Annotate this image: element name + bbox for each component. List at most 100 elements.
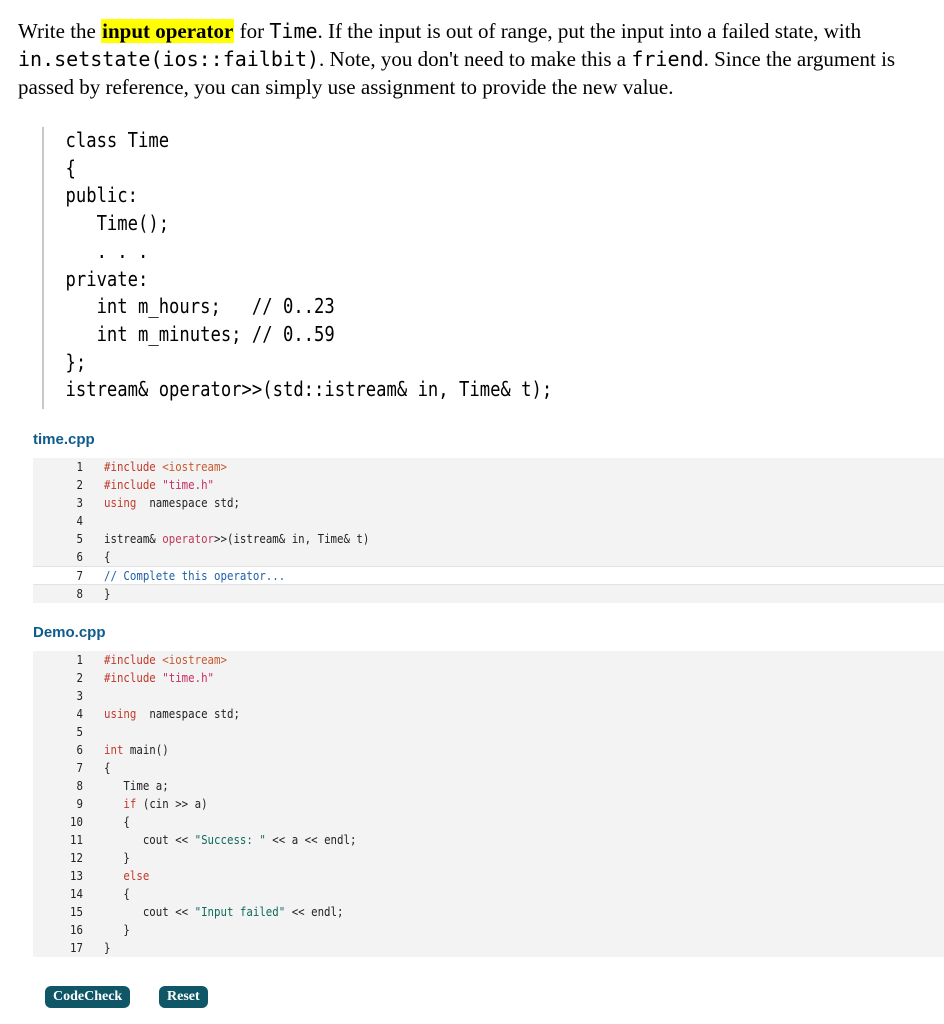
line-number: 7 <box>76 760 83 775</box>
code-token: { <box>104 549 111 564</box>
class-declaration-block: class Time { public: Time(); . . . priva… <box>42 127 684 409</box>
code-token: using <box>104 706 137 721</box>
code-text: { <box>104 885 130 903</box>
time-cpp-label: time.cpp <box>33 431 95 448</box>
code-token: } <box>104 586 111 601</box>
code-text: #include "time.h" <box>104 476 214 494</box>
inline-code-time: Time <box>269 19 318 43</box>
code-token <box>104 868 123 883</box>
code-text: } <box>104 921 129 939</box>
codecheck-button[interactable]: CodeCheck <box>45 986 131 1008</box>
line-number: 10 <box>70 814 83 829</box>
code-text: #include <iostream> <box>104 458 227 476</box>
line-number: 5 <box>76 724 83 739</box>
code-text: // Complete this operator... <box>104 567 285 584</box>
code-text: if (cin >> a) <box>104 795 207 813</box>
line-number: 6 <box>76 549 83 564</box>
code-token: namespace std; <box>136 706 240 721</box>
code-line: 2 #include "time.h" <box>33 669 944 687</box>
code-text: cout << "Input failed" << endl; <box>104 903 344 921</box>
class-decl-line: public: <box>65 183 138 208</box>
code-token: cout << <box>104 904 195 919</box>
line-number: 8 <box>76 586 83 601</box>
code-line: 5 <box>33 723 944 741</box>
code-token: "Input failed" <box>194 904 286 919</box>
code-line: 17} <box>33 939 944 957</box>
line-number: 11 <box>70 832 83 847</box>
highlighted-term: input operator <box>101 19 235 43</box>
code-text: else <box>104 867 149 885</box>
class-decl-line: istream& operator>>(std::istream& in, Ti… <box>65 377 553 402</box>
class-decl-line: private: <box>65 266 149 291</box>
code-line: 7{ <box>33 759 944 777</box>
line-number: 8 <box>76 778 83 793</box>
code-text: #include "time.h" <box>104 669 214 687</box>
code-line: 13 else <box>33 867 944 885</box>
code-token: "Success: " <box>194 832 266 847</box>
line-number: 15 <box>70 904 83 919</box>
line-number: 2 <box>76 670 83 685</box>
code-line: 8} <box>33 585 944 603</box>
code-token: operator <box>162 531 215 546</box>
code-line: 1 #include <iostream> <box>33 458 944 476</box>
code-token: #include <box>104 477 163 492</box>
code-token: #include <box>104 670 163 685</box>
code-token: "time.h" <box>162 477 215 492</box>
code-text: { <box>104 548 110 566</box>
intro-text-4: . Note, you don't need to make this a <box>319 47 632 71</box>
inline-code-setstate: in.setstate(ios::failbit) <box>18 47 320 71</box>
line-number: 9 <box>76 796 83 811</box>
line-number: 17 <box>70 940 83 955</box>
code-token: if <box>123 796 137 811</box>
reset-button[interactable]: Reset <box>159 986 208 1008</box>
demo-cpp-editor: 1#include <iostream>2 #include "time.h" 3 4… <box>33 651 944 957</box>
code-line: 15 cout << "Input failed" << endl; <box>33 903 944 921</box>
demo-cpp-label: Demo.cpp <box>33 624 106 641</box>
class-decl-line: }; <box>65 349 87 374</box>
code-line: 10 { <box>33 813 944 831</box>
intro-text-2: for <box>234 19 270 43</box>
class-decl-line: { <box>65 155 76 180</box>
code-token: cout << <box>104 832 195 847</box>
code-token: { <box>104 886 130 901</box>
code-text: #include <iostream> <box>104 651 227 669</box>
intro-text-3: . If the input is out of range, put the … <box>317 19 862 43</box>
code-text: } <box>104 585 110 603</box>
code-line: 11 cout << "Success: " << a << endl; <box>33 831 944 849</box>
code-token: // Complete this operator... <box>104 568 286 583</box>
code-token: istream& <box>104 531 163 546</box>
code-text: int main() <box>104 741 169 759</box>
code-line[interactable]: 7// Complete this operator... <box>33 566 944 585</box>
code-line: 4 <box>33 512 944 530</box>
code-token: } <box>104 850 130 865</box>
line-number: 3 <box>76 688 83 703</box>
code-line: 9 if (cin >> a) <box>33 795 944 813</box>
code-token: using <box>104 495 137 510</box>
code-token <box>104 796 123 811</box>
class-declaration-code: class Time { public: Time(); . . . priva… <box>44 127 594 404</box>
line-number: 16 <box>70 922 83 937</box>
code-token: namespace std; <box>136 495 240 510</box>
code-token: << a << endl; <box>265 832 357 847</box>
code-token: int <box>104 742 124 757</box>
code-token: { <box>104 760 111 775</box>
line-number: 6 <box>76 742 83 757</box>
code-line: 1#include <iostream> <box>33 651 944 669</box>
code-text: { <box>104 759 110 777</box>
code-token: >>(istream& in, Time& t) <box>214 531 370 546</box>
class-decl-line: int m_hours; // 0..23 <box>65 294 335 319</box>
code-token: else <box>123 868 150 883</box>
code-token: << endl; <box>285 904 344 919</box>
inline-code-friend: friend <box>631 47 704 71</box>
code-token: #include <box>104 459 163 474</box>
code-text: istream& operator>>(istream& in, Time& t… <box>104 530 369 548</box>
instructions: Write the input operator for Time. If th… <box>18 17 938 101</box>
code-token: } <box>104 940 111 955</box>
line-number: 1 <box>76 459 83 474</box>
code-text: using namespace std; <box>104 494 240 512</box>
